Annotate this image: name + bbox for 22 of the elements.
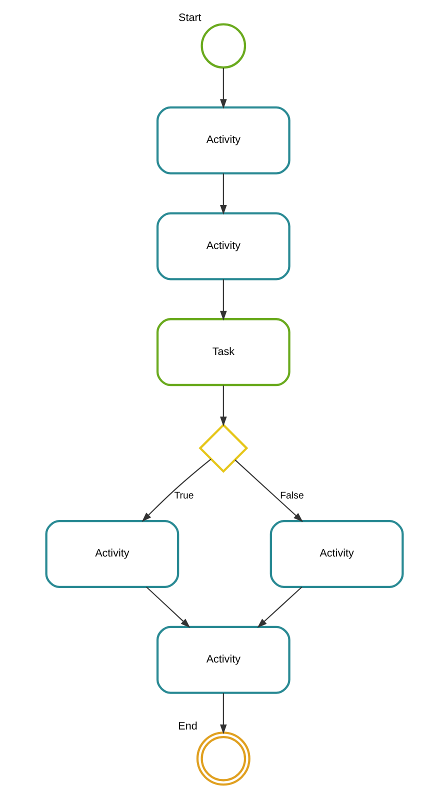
node-box: Task [156, 318, 290, 386]
arrow [220, 173, 226, 215]
arrow [234, 460, 303, 522]
node-box: Activity [269, 520, 404, 588]
arrow [220, 68, 226, 109]
node-box: Activity [44, 520, 179, 588]
node-box: Activity [156, 212, 290, 280]
arrow [220, 693, 226, 734]
edge-label: False [280, 490, 304, 502]
arrow [141, 458, 211, 522]
arrow [256, 586, 302, 628]
arrow [220, 385, 226, 426]
arrow [146, 586, 190, 628]
node-circle [196, 732, 250, 786]
edge-label: True [174, 490, 194, 502]
node-box: Activity [156, 106, 290, 174]
node-circle [200, 23, 246, 69]
node-label: Start [178, 12, 201, 24]
arrow [220, 279, 226, 321]
node-diamond [198, 423, 248, 473]
node-box: Activity [156, 626, 290, 694]
node-label: End [178, 720, 197, 732]
